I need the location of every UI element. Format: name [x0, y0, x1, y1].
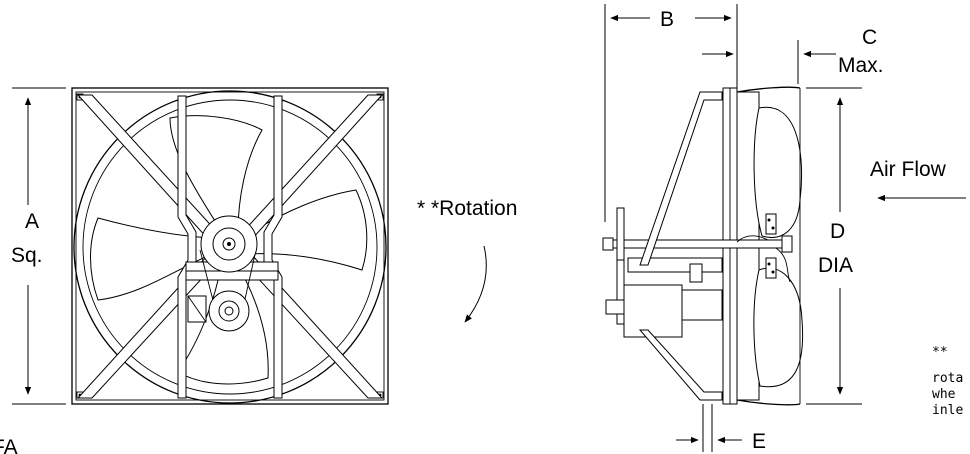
square-panel: [71, 87, 389, 405]
footnote-line2: whe: [932, 387, 956, 402]
side-blade-upper: [753, 106, 803, 238]
label-c: C: [862, 26, 877, 49]
label-a: A: [25, 210, 39, 233]
dimension-a: [12, 87, 66, 405]
fan-blades: [90, 115, 368, 385]
label-d: D: [830, 220, 845, 243]
dimension-c: [702, 40, 836, 84]
rotation-arrow: [464, 245, 487, 323]
dimension-d: [806, 87, 862, 405]
dimension-e: [676, 404, 742, 452]
label-b: B: [660, 8, 674, 31]
label-rotation: * *Rotation: [417, 197, 517, 220]
venturi-ring-outer: [73, 90, 387, 404]
dimension-b: [604, 4, 738, 222]
label-c-max: Max.: [838, 54, 884, 77]
rotation-indicator: * *Rotation: [417, 197, 517, 323]
label-d-dia: DIA: [818, 254, 853, 277]
fan-shaft: [611, 239, 791, 249]
drive-assembly: [185, 215, 279, 332]
side-view: [602, 86, 804, 406]
side-motor: [623, 284, 683, 338]
footnote-line3: inle: [932, 403, 963, 418]
front-view: A Sq. FA: [0, 87, 389, 454]
label-air-flow: Air Flow: [870, 158, 947, 181]
guard-bars: [76, 94, 384, 399]
footnote: ** rota whe inle: [932, 345, 963, 418]
label-e: E: [752, 430, 766, 453]
side-blade-lower: [753, 267, 804, 388]
venturi-ring-inner: [82, 99, 378, 395]
label-a-sq: Sq.: [11, 244, 43, 267]
footnote-line1: rota: [932, 371, 963, 386]
left-edge-fragment: FA: [0, 436, 18, 454]
footnote-marker: **: [932, 345, 948, 360]
